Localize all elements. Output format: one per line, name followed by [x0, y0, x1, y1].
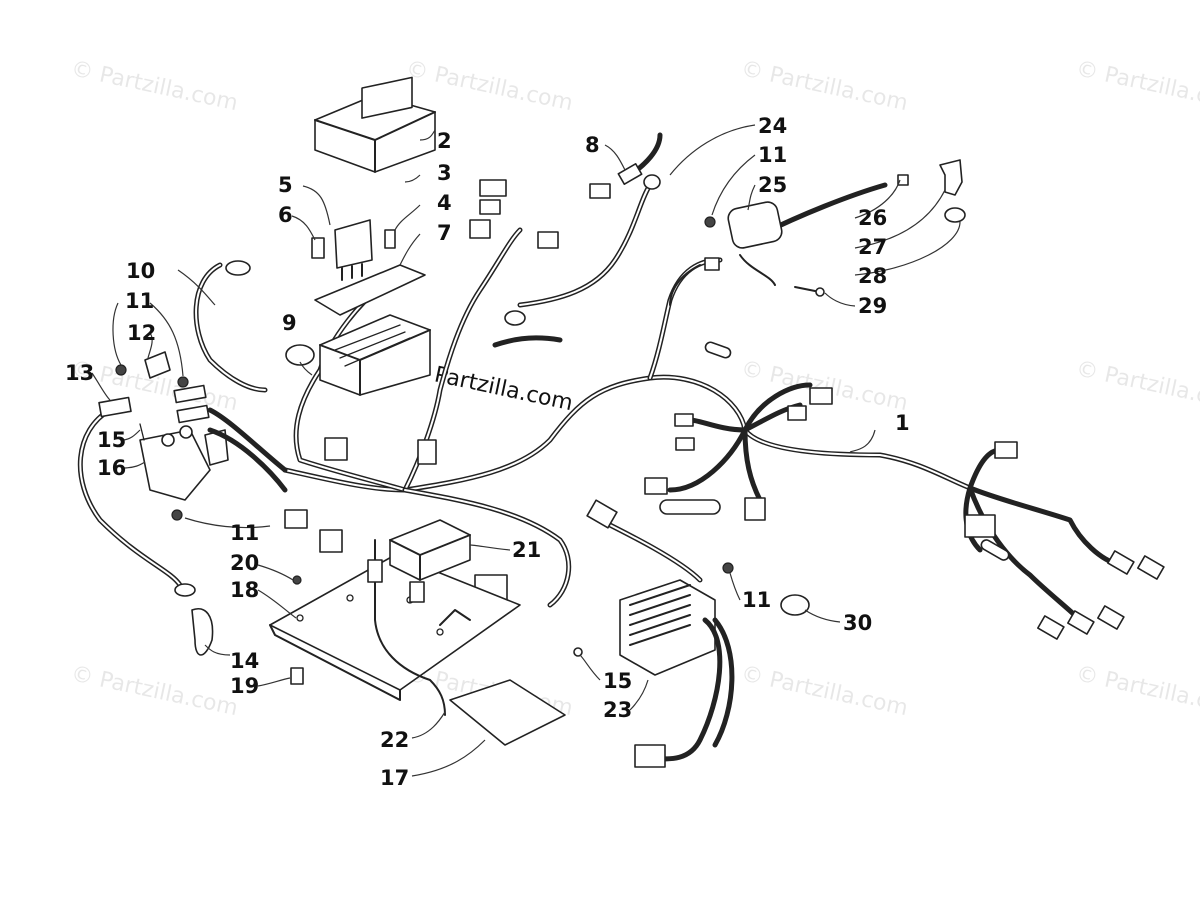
callout-8: 8	[585, 133, 600, 157]
callout-7: 7	[437, 221, 452, 245]
harness-connector	[675, 437, 695, 451]
harness-connector	[644, 477, 668, 495]
callout-6: 6	[278, 203, 293, 227]
callout-30: 30	[843, 611, 872, 635]
wire-connector	[617, 163, 643, 185]
callout-10: 10	[126, 259, 155, 283]
cable-terminal	[225, 260, 251, 276]
coil-body	[727, 201, 783, 249]
callout-22: 22	[380, 728, 409, 752]
callout-17: 17	[380, 766, 409, 790]
callout-13: 13	[65, 361, 94, 385]
callout-25: 25	[758, 173, 787, 197]
harness-connector	[674, 413, 694, 427]
harness-connector	[537, 231, 559, 249]
harness-connector	[1097, 605, 1125, 630]
callout-21: 21	[512, 538, 541, 562]
voltage-regulator	[573, 499, 810, 768]
harness-connector	[964, 514, 996, 538]
harness-connector	[1137, 555, 1165, 580]
callout-9: 9	[282, 311, 297, 335]
seal-cap	[944, 207, 966, 223]
watermark-text: © Partzilla.com	[69, 661, 240, 721]
harness-connector	[324, 437, 348, 461]
callout-4: 4	[437, 191, 452, 215]
callout-labels: 1 2 3 4 5 6 7 8 9 10 11 12 13 14 15 16 1…	[65, 114, 910, 790]
harness-connector	[1067, 610, 1095, 635]
watermark-text: © Partzilla.com	[1074, 661, 1200, 721]
harness-connector	[417, 439, 437, 465]
harness-connector	[744, 497, 766, 521]
callout-24: 24	[758, 114, 787, 138]
callout-14: 14	[230, 649, 259, 673]
leader-lines	[91, 124, 961, 777]
callout-11: 11	[230, 521, 259, 545]
callout-3: 3	[437, 161, 452, 185]
watermark-text: © Partzilla.com	[404, 56, 575, 116]
watermark-text: © Partzilla.com	[739, 661, 910, 721]
main-wiring-harness	[282, 179, 1165, 640]
fuse-relay-block	[319, 314, 431, 396]
harness-connector	[809, 387, 833, 405]
callout-29: 29	[858, 294, 887, 318]
terminal-cover	[144, 351, 171, 379]
callout-11: 11	[742, 588, 771, 612]
harness-connector	[479, 199, 501, 215]
harness-connector	[319, 529, 343, 553]
starter-solenoid-area	[77, 260, 288, 656]
harness-connector	[994, 441, 1018, 459]
harness-plug	[980, 539, 1010, 561]
starter-solenoid	[139, 429, 211, 501]
callout-18: 18	[230, 578, 259, 602]
callout-11: 11	[758, 143, 787, 167]
harness-connector	[284, 509, 308, 529]
callout-12: 12	[127, 321, 156, 345]
watermark-text: © Partzilla.com	[1074, 56, 1200, 116]
harness-fuse-holder	[659, 499, 721, 515]
terminal-boot	[191, 608, 214, 656]
callout-28: 28	[858, 264, 887, 288]
harness-connector	[1037, 615, 1065, 640]
callout-23: 23	[603, 698, 632, 722]
decal	[449, 679, 566, 746]
harness-plug	[704, 341, 732, 359]
harness-connector	[1107, 550, 1135, 575]
callout-11: 11	[125, 289, 154, 313]
callout-26: 26	[858, 206, 887, 230]
fuse-label-sheet	[314, 264, 426, 316]
harness-connector	[479, 179, 507, 197]
callout-20: 20	[230, 551, 259, 575]
harness-connector	[469, 219, 491, 239]
mounting-plate	[269, 519, 566, 746]
callout-1: 1	[895, 411, 910, 435]
fuse	[311, 237, 325, 259]
relay	[334, 219, 373, 269]
callout-16: 16	[97, 456, 126, 480]
watermark-text: © Partzilla.com	[739, 56, 910, 116]
regulator-connector	[634, 744, 666, 768]
harness-connector	[589, 183, 611, 199]
callout-2: 2	[437, 129, 452, 153]
callout-27: 27	[858, 235, 887, 259]
watermark-text: © Partzilla.com	[69, 56, 240, 116]
callout-15: 15	[97, 428, 126, 452]
callout-19: 19	[230, 674, 259, 698]
ignition-coil	[669, 159, 966, 306]
fuse-box	[285, 76, 436, 396]
plate-screw	[290, 667, 304, 685]
watermark-text: © Partzilla.com	[1074, 356, 1200, 416]
fuse	[384, 229, 396, 249]
battery-cable	[492, 132, 663, 348]
callout-15: 15	[603, 669, 632, 693]
harness-connector	[787, 405, 807, 421]
callout-5: 5	[278, 173, 293, 197]
clamp-ring	[285, 344, 315, 366]
spark-plug-cap	[939, 159, 963, 196]
clamp-ring	[780, 594, 810, 616]
